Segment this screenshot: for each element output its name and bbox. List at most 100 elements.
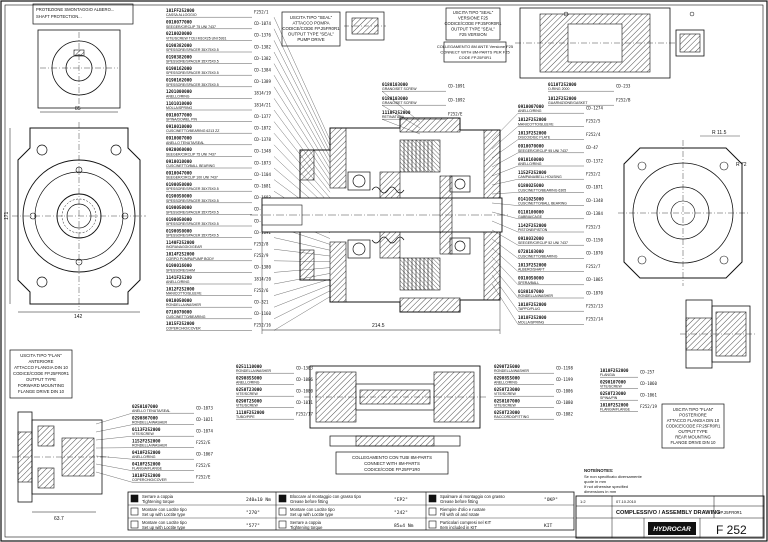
svg-text:quote in mm: quote in mm	[584, 479, 607, 484]
part-code: 0190050000	[166, 182, 192, 188]
part-desc: ANELLO TENUTA/SEAL	[166, 141, 204, 145]
legend-value: 85±4 Nm	[394, 523, 414, 529]
title-scale: 1:2	[580, 499, 586, 504]
part-code: 0910160000	[518, 157, 544, 163]
part-ref: CD-1091	[448, 84, 465, 89]
part-code: 0180107000	[518, 289, 544, 295]
svg-text:Se non specificato diversament: Se non specificato diversamente	[584, 474, 643, 479]
legend-text: Serrare a coppia	[290, 520, 322, 525]
svg-text:USCITA TIPO "FLAN": USCITA TIPO "FLAN"	[20, 353, 62, 358]
part-ref: F252/9	[254, 253, 269, 258]
part-ref: CD-1067	[196, 452, 213, 457]
legend-symbol-icon	[278, 507, 287, 516]
part-desc: ANELLO/RING	[236, 381, 260, 385]
part-desc: SPESSORE/SHIM	[166, 268, 195, 272]
part-desc: CUSCINETTO/BEARING 6305	[518, 188, 566, 192]
part-ref: F252/5	[586, 119, 601, 124]
part-code: 0250T23000	[236, 387, 262, 393]
part-code: 0910047000	[166, 170, 192, 176]
title-ref: FP.25FR0R1	[718, 510, 743, 515]
svg-text:CODICE/CODE FP.25FP1R0: CODICE/CODE FP.25FP1R0	[364, 467, 420, 472]
legend-symbol-icon	[428, 494, 437, 503]
part-desc: FLANGIA/FLANGE	[132, 467, 163, 471]
part-ref: CD-1384	[254, 68, 271, 73]
legend-text: Serrare a coppia	[142, 494, 174, 499]
top-seal-detail	[344, 11, 386, 41]
part-desc: ANELLO/RING	[518, 162, 542, 166]
legend-text-en: Item included in KIT	[440, 525, 477, 530]
part-code: 0910010000	[166, 159, 192, 165]
legend-value: "OKP"	[544, 497, 558, 503]
svg-text:FLANGE DRIVE DIN 10: FLANGE DRIVE DIN 10	[18, 389, 65, 394]
part-ref: CD-1870	[586, 251, 603, 256]
part-code: 1010F252000	[600, 403, 629, 409]
svg-text:COLLEGAMENTO 8M ANTE Versione: COLLEGAMENTO 8M ANTE Versione F25	[437, 44, 514, 49]
part-desc: SPESSORE/SPACER 35X75X0.5	[166, 48, 219, 52]
part-code: 0410F252000	[132, 450, 161, 456]
part-ref: CD-1871	[586, 185, 603, 190]
part-desc: VITE/SCREW	[236, 404, 258, 408]
svg-text:dimensions in mm: dimensions in mm	[584, 489, 617, 494]
title-text: COMPLESSIVO / ASSEMBLY DRAWING	[616, 510, 721, 516]
part-ref: CD-1073	[196, 406, 213, 411]
part-code: 0920060000	[166, 147, 192, 153]
dim-top-left-width: 85	[75, 106, 81, 112]
part-code: 0210020000	[166, 31, 192, 37]
part-desc: COPERCHIO/COVER	[166, 326, 201, 330]
legend-value: KIT	[544, 523, 553, 529]
part-desc: SEEGER/CIRCLIP 100 UNI 7437	[166, 176, 218, 180]
part-code: 0110T252000	[548, 82, 577, 88]
part-code: 1018F252000	[518, 302, 547, 308]
svg-text:ATTACCO FLANGIA DIN 10: ATTACCO FLANGIA DIN 10	[667, 418, 720, 423]
part-desc: CUSCINETTO/BEARING	[518, 254, 558, 258]
svg-text:ATTACCO POMPA: ATTACCO POMPA	[292, 21, 329, 26]
part-code: 0910010000	[166, 124, 192, 130]
part-code: 0110100000	[518, 210, 544, 216]
title-date: 07.10.2010	[616, 499, 637, 504]
bottom-left-flange-detail: 63.7	[12, 411, 110, 522]
legend-text-en: Tightening torque	[290, 525, 323, 530]
part-code: 1110F252000	[236, 410, 265, 416]
legend-symbol-icon	[428, 507, 437, 516]
part-desc: SEEGER/CIRCLIP 75 UNI 7437	[166, 25, 216, 29]
part-ref: F252/4	[586, 132, 601, 137]
part-code: 0910050000	[518, 276, 544, 282]
parts-list-bottom-center-right: 0290T25000RONDELLA/WASHERCD-119802908550…	[494, 364, 573, 420]
part-desc: RONDELLA/WASHER	[236, 369, 272, 373]
part-ref: CD-1080	[556, 400, 573, 405]
part-ref: CD-1074	[254, 21, 271, 26]
svg-text:NOTE/NOTES:: NOTE/NOTES:	[584, 468, 614, 473]
svg-text:ANTERIORE: ANTERIORE	[28, 359, 53, 364]
legend-text: Montare con Loctite tipo	[290, 507, 335, 512]
part-desc: SEEGER/CIRCLIP 52 UNI 7437	[518, 241, 568, 245]
bottom-center-pipe-detail	[304, 365, 486, 447]
part-ref: 1814/21	[254, 102, 271, 107]
part-ref: CD-1348	[254, 149, 271, 154]
part-ref: F252/7	[586, 264, 601, 269]
part-ref: 1814/20	[254, 276, 271, 281]
main-section-view: 214.5	[250, 117, 510, 334]
svg-text:OUTPUT TYPE: OUTPUT TYPE	[26, 377, 56, 382]
legend-text-en: Set up with Loctite type	[142, 525, 186, 530]
part-ref: CD-1873	[254, 160, 271, 165]
part-code: 1014F252000	[166, 252, 195, 258]
part-ref: CD-1870	[586, 290, 603, 295]
part-desc: SPESSORE/SPACER 35X75X0.5	[166, 222, 219, 226]
svg-text:CONNECT WITH 8M-PARTS: CONNECT WITH 8M-PARTS	[364, 461, 420, 466]
part-ref: CD-47	[586, 145, 599, 150]
part-ref: F252/6	[254, 288, 269, 293]
